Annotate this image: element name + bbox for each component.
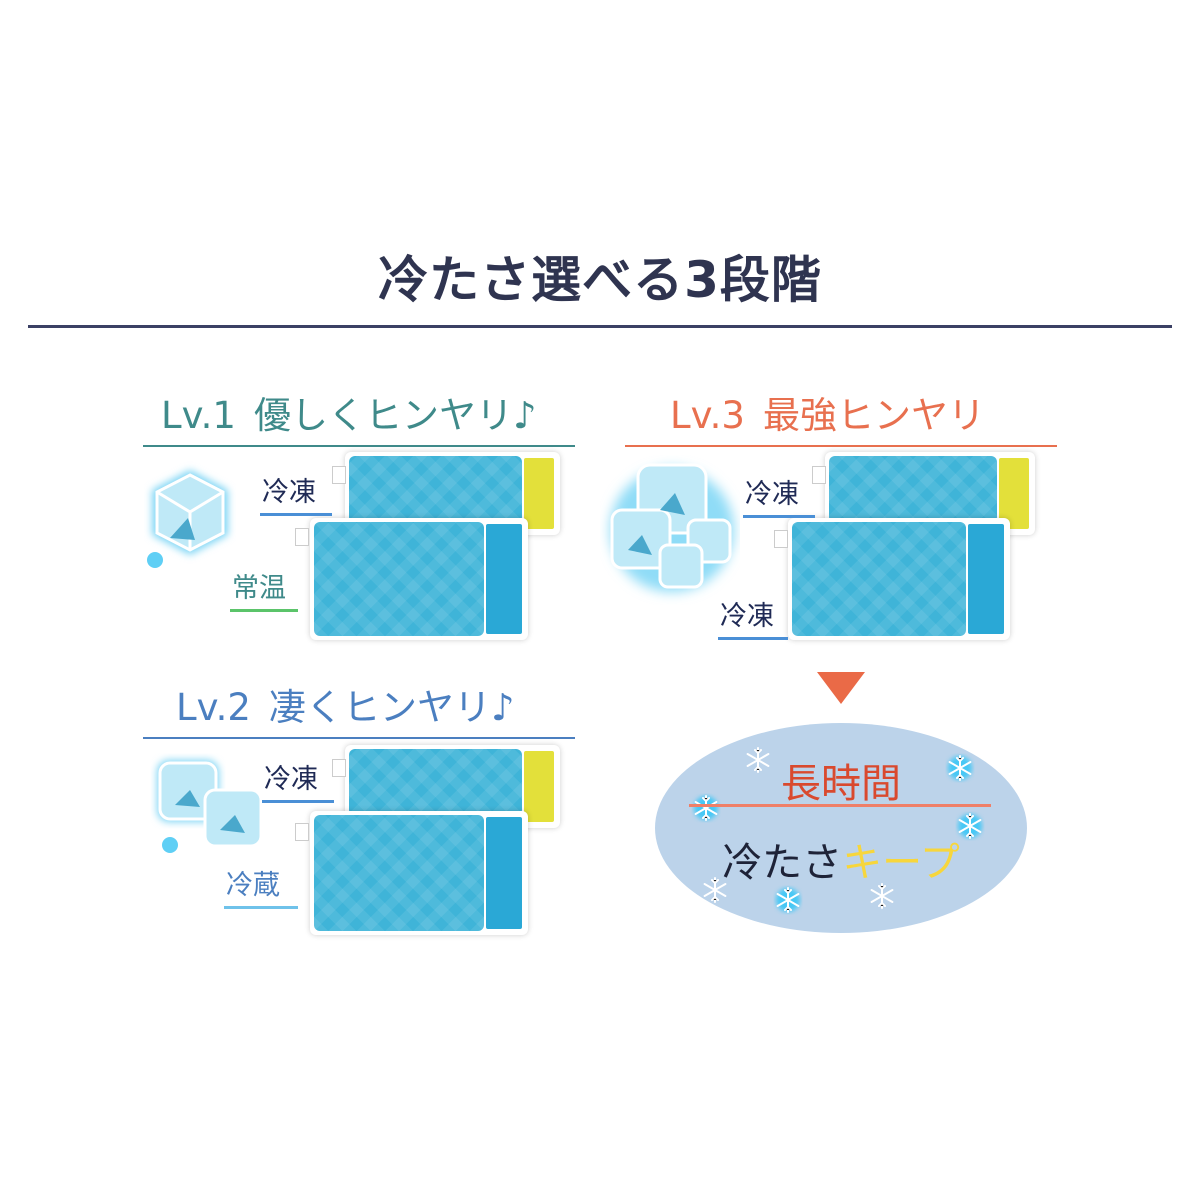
keep-cold-prefix: 冷たさ bbox=[722, 840, 843, 886]
pack-label-room-temp: 常温 bbox=[230, 566, 298, 612]
chilled-pack bbox=[310, 811, 528, 935]
down-arrow-icon bbox=[817, 672, 865, 704]
level-number: Lv.2 bbox=[176, 686, 251, 729]
snowflake-icon bbox=[958, 811, 982, 841]
snowflake-icon bbox=[948, 753, 972, 783]
brand-tag-icon bbox=[332, 466, 346, 484]
brand-tag-icon bbox=[295, 823, 309, 841]
brand-tag-icon bbox=[332, 759, 346, 777]
level-1-heading: Lv.1 優しくヒンヤリ♪ bbox=[143, 385, 575, 447]
level-name: 凄くヒンヤリ♪ bbox=[268, 686, 515, 729]
snowflake-icon bbox=[694, 793, 718, 823]
level-name: 最強ヒンヤリ bbox=[762, 394, 985, 437]
snowflake-icon bbox=[776, 885, 800, 915]
pack-label-frozen: 冷凍 bbox=[262, 757, 334, 803]
level-name: 優しくヒンヤリ♪ bbox=[253, 394, 537, 437]
pack-label-frozen: 冷凍 bbox=[260, 470, 332, 516]
ice-cube-icon bbox=[147, 470, 228, 568]
level-3-heading: Lv.3 最強ヒンヤリ bbox=[625, 385, 1057, 447]
keep-cold-highlight: キープ bbox=[842, 840, 960, 886]
brand-tag-icon bbox=[774, 530, 788, 548]
ice-cubes-icon bbox=[157, 760, 263, 853]
pack-label-frozen: 冷凍 bbox=[743, 472, 815, 518]
long-time-text: 長時間 bbox=[781, 761, 901, 807]
keep-cold-text: 冷たさキープ bbox=[655, 830, 1027, 888]
brand-tag-icon bbox=[812, 466, 826, 484]
title-divider bbox=[28, 325, 1172, 328]
level-number: Lv.1 bbox=[161, 394, 236, 437]
level-2-illustration: 冷凍 冷蔵 bbox=[140, 735, 580, 945]
level-3-illustration: 冷凍 冷凍 bbox=[600, 440, 1040, 650]
level-number: Lv.3 bbox=[670, 394, 745, 437]
page-title: 冷たさ選べる3段階 bbox=[378, 251, 822, 309]
pack-label-chilled: 冷蔵 bbox=[224, 863, 298, 909]
level-2-heading: Lv.2 凄くヒンヤリ♪ bbox=[143, 677, 575, 739]
brand-tag-icon bbox=[295, 528, 309, 546]
frozen-pack-front bbox=[788, 518, 1010, 640]
long-lasting-badge: 長時間 冷たさキープ bbox=[655, 723, 1027, 933]
badge-divider bbox=[689, 804, 991, 807]
pack-label-frozen: 冷凍 bbox=[718, 594, 788, 640]
room-temp-pack bbox=[310, 518, 528, 640]
ice-cubes-icon bbox=[610, 463, 734, 592]
level-1-illustration: 冷凍 常温 bbox=[140, 440, 580, 650]
